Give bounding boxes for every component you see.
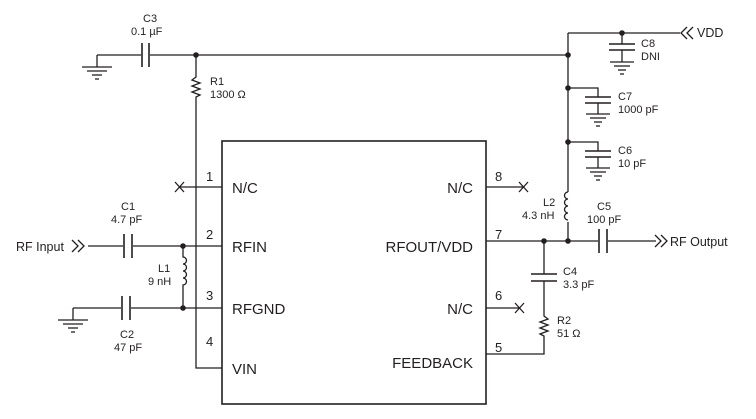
- c8-value: DNI: [641, 51, 660, 63]
- ic-pin-3-number: 3: [206, 288, 213, 303]
- ic-pin-2-name: RFIN: [232, 239, 267, 256]
- feedback-network: [486, 241, 557, 355]
- c8-ref: C8: [641, 38, 655, 50]
- ground-symbol-c2: [58, 308, 88, 333]
- c4-ref: C4: [563, 266, 577, 278]
- r2-ref: R2: [557, 315, 571, 327]
- c3-ref: C3: [143, 13, 157, 25]
- c6-value: 10 pF: [618, 158, 646, 170]
- c1-value: 4.7 pF: [111, 214, 142, 226]
- c7-value: 1000 pF: [618, 104, 659, 116]
- c5-value: 100 pF: [587, 214, 622, 226]
- ic-pin-7-number: 7: [495, 227, 502, 242]
- pin-8-nc: [486, 181, 529, 193]
- c2-value: 47 pF: [114, 342, 142, 354]
- junction-dot: [565, 52, 571, 58]
- junction-dot: [565, 238, 571, 244]
- c6-ref: C6: [618, 145, 632, 157]
- pin-1-nc: [174, 181, 222, 193]
- junction-dot: [180, 305, 186, 311]
- rf-input-path: [71, 234, 222, 258]
- ic-pin-4-number: 4: [206, 334, 213, 349]
- l1-value: 9 nH: [148, 276, 171, 288]
- ic-pin-8-number: 8: [495, 169, 502, 184]
- inductor-l1: [182, 246, 188, 308]
- ic-pin-7-name: RFOUT/VDD: [386, 239, 474, 256]
- c2-ref: C2: [120, 329, 134, 341]
- pin-6-nc: [486, 302, 525, 314]
- rf-output-path: [486, 229, 668, 253]
- c7-ref: C7: [618, 91, 632, 103]
- ic-pin-4-name: VIN: [232, 361, 257, 378]
- ic-pin-3-name: RFGND: [232, 301, 285, 318]
- ic-pin-6-name: N/C: [447, 301, 473, 318]
- ic-pin-1-number: 1: [206, 169, 213, 184]
- ic-pin-6-number: 6: [495, 288, 502, 303]
- c1-ref: C1: [121, 201, 135, 213]
- top-rail: [97, 43, 568, 67]
- ic-pin-5-number: 5: [495, 340, 502, 355]
- ground-symbol-c3: [82, 55, 112, 80]
- c5-ref: C5: [597, 201, 611, 213]
- capacitor-c6: [568, 141, 611, 181]
- vdd-port-label: VDD: [697, 26, 723, 40]
- rf-output-label: RF Output: [670, 235, 728, 249]
- inductor-l2: [563, 191, 570, 222]
- ic-body: [221, 140, 487, 405]
- l2-ref: L2: [543, 197, 555, 209]
- c3-value: 0.1 µF: [131, 26, 163, 38]
- r1-value: 1300 Ω: [210, 89, 246, 101]
- ic-pin-2-number: 2: [206, 227, 213, 242]
- capacitor-c8: [609, 33, 635, 75]
- r1-ref: R1: [210, 76, 224, 88]
- vdd-rail: [567, 26, 694, 241]
- l2-value: 4.3 nH: [522, 210, 554, 222]
- l1-ref: L1: [158, 263, 170, 275]
- c4-value: 3.3 pF: [563, 279, 594, 291]
- capacitor-c7: [568, 87, 611, 127]
- ic-pin-5-name: FEEDBACK: [392, 355, 473, 372]
- r2-value: 51 Ω: [557, 328, 581, 340]
- rfgnd-path: [73, 296, 222, 320]
- ic-pin-1-name: N/C: [232, 180, 258, 197]
- ic-pin-8-name: N/C: [447, 180, 473, 197]
- rf-input-label: RF Input: [16, 240, 64, 254]
- resistor-r1: [190, 55, 222, 369]
